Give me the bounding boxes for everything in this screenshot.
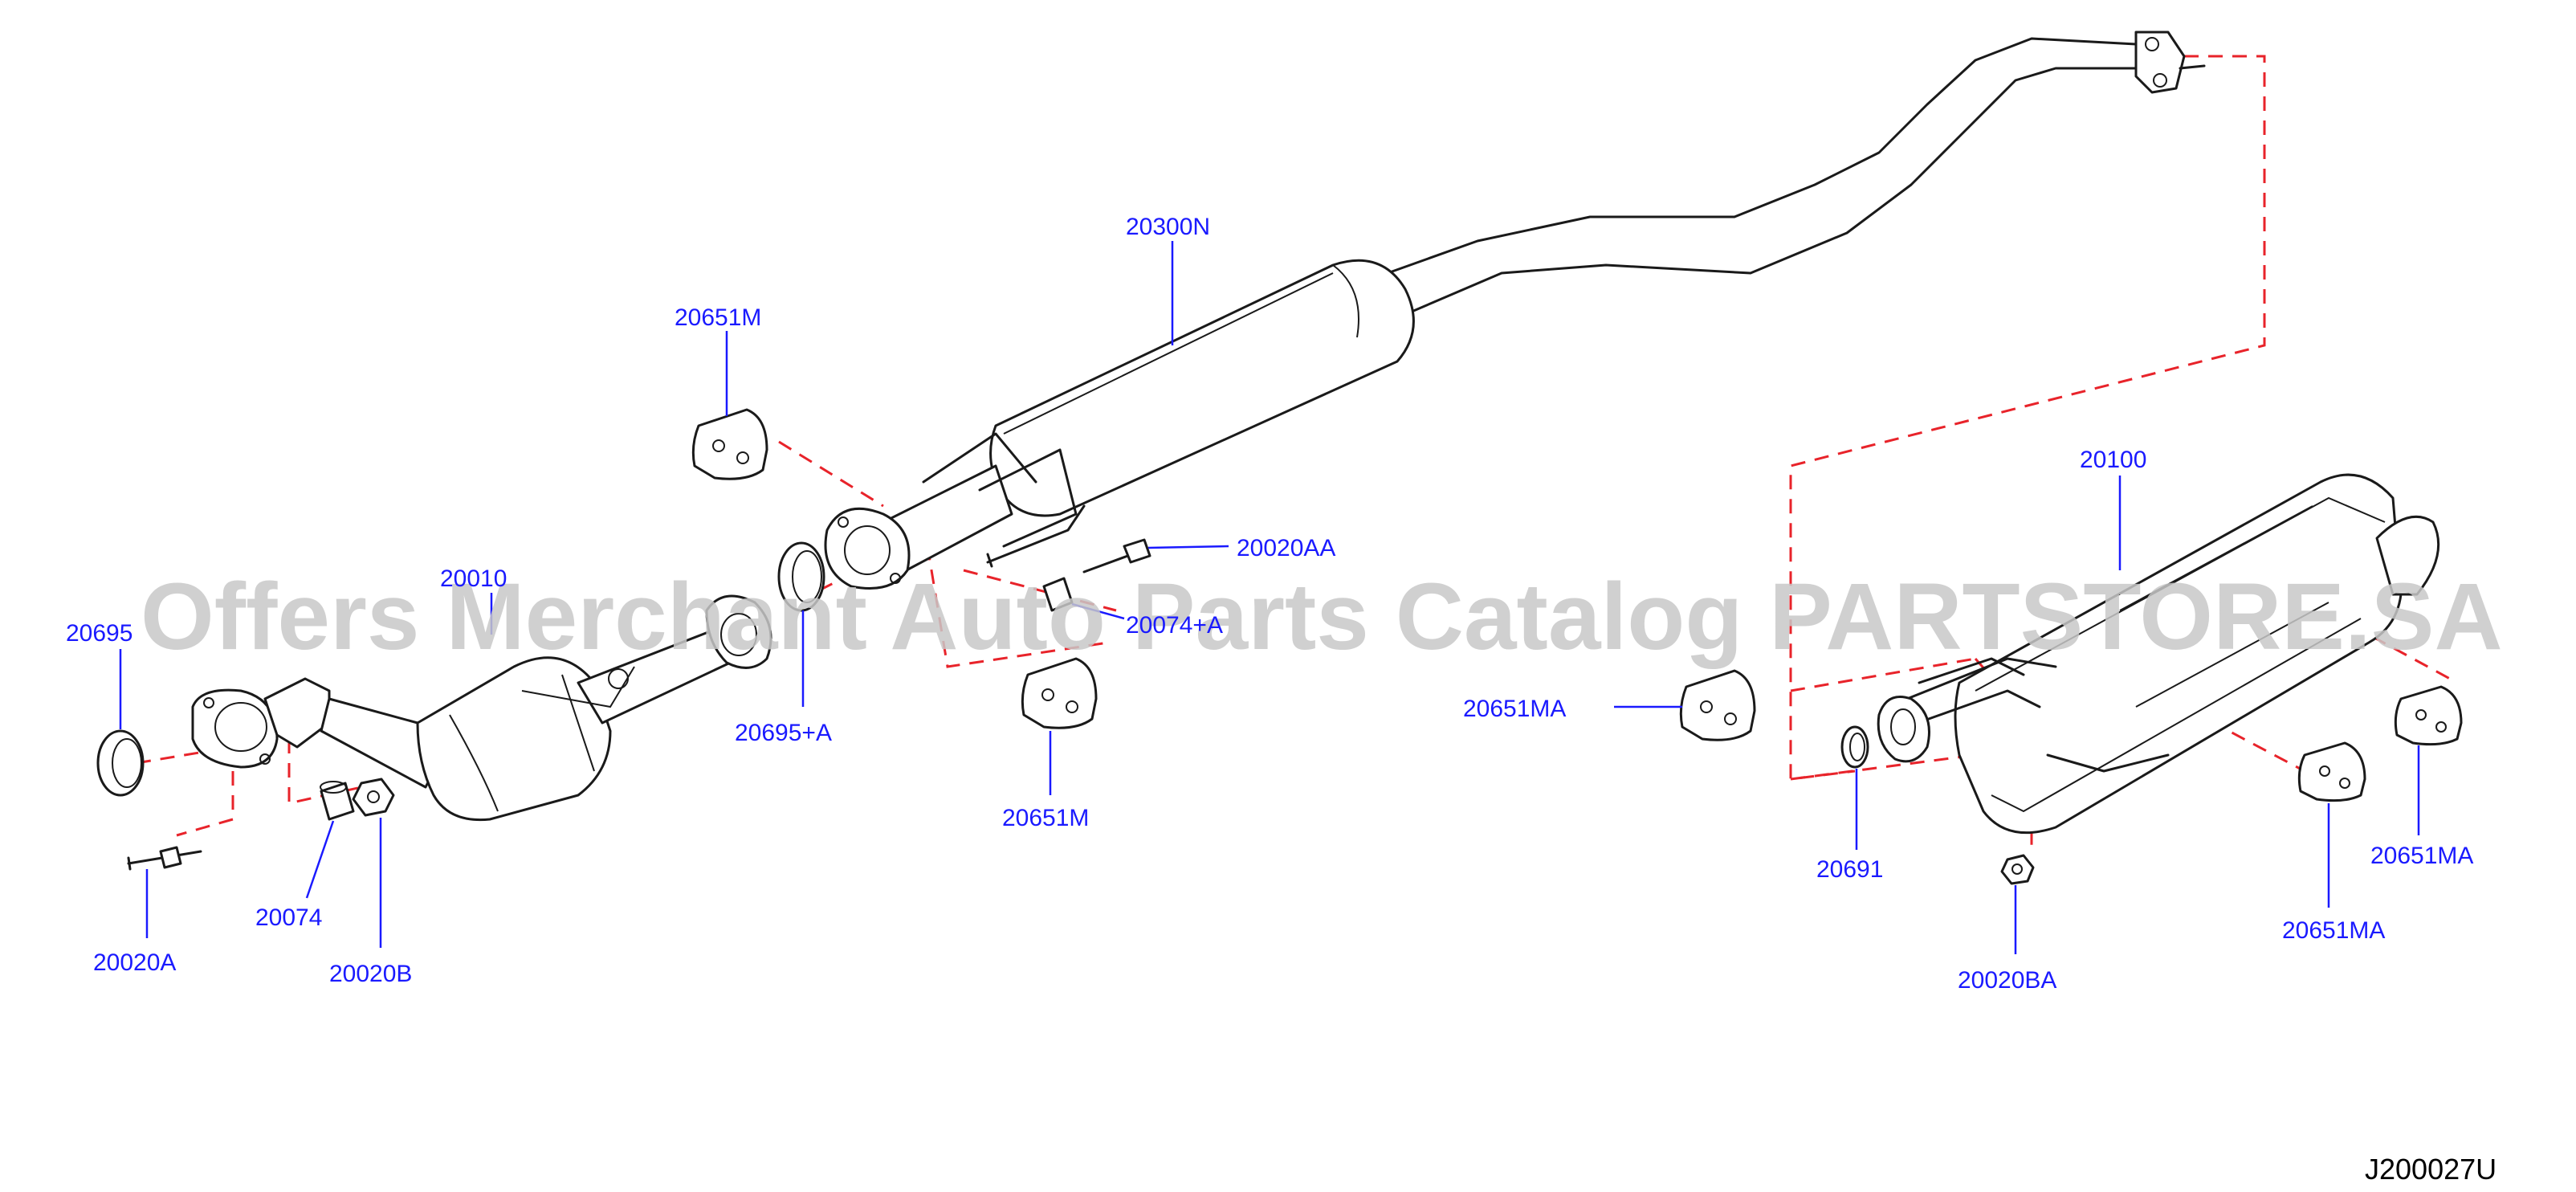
label-20020AA[interactable]: 20020AA	[1237, 535, 1335, 561]
label-20651MA-right[interactable]: 20651MA	[2370, 843, 2473, 869]
front-tube-catalyst	[191, 594, 772, 822]
label-20695[interactable]: 20695	[66, 620, 132, 647]
gasket-ring-20695A	[777, 541, 825, 612]
label-20300N[interactable]: 20300N	[1126, 214, 1210, 240]
leader-lines	[119, 241, 2420, 954]
nut-20020B	[352, 778, 395, 817]
label-20074-a[interactable]: 20074+A	[1126, 612, 1223, 639]
label-20691[interactable]: 20691	[1816, 856, 1883, 883]
main-muffler	[1877, 473, 2440, 835]
spring-sleeve-20074	[320, 781, 355, 821]
rubber-hanger-20651M-top	[691, 408, 768, 480]
gasket-ring-20695	[96, 729, 145, 797]
label-20651M-top[interactable]: 20651M	[675, 304, 761, 331]
label-20651M-bottom[interactable]: 20651M	[1002, 805, 1089, 831]
gasket-ring-20691	[1840, 725, 1869, 769]
nut-20020BA	[2000, 854, 2035, 885]
label-20651MA-mid[interactable]: 20651MA	[2282, 917, 2385, 944]
label-20651MA-left[interactable]: 20651MA	[1463, 696, 1566, 722]
rubber-hanger-20651MA-left	[1679, 669, 1756, 741]
label-20074[interactable]: 20074	[255, 904, 322, 931]
label-20020BA[interactable]: 20020BA	[1958, 967, 2056, 994]
rubber-hanger-20651MA-mid	[2297, 741, 2366, 802]
spring-sleeve-20074A	[1042, 577, 1074, 612]
diagram-code: J200027U	[2365, 1153, 2497, 1186]
assembly-guide-lines	[136, 55, 2458, 851]
label-20020B[interactable]: 20020B	[329, 961, 412, 987]
part-labels: 20300N 20651M 20020AA 20010 20695 20695+…	[66, 214, 2473, 994]
label-20100[interactable]: 20100	[2080, 447, 2146, 473]
bolt-20020AA	[1082, 538, 1151, 574]
stud-bolt-20020A	[127, 846, 202, 871]
label-20020A[interactable]: 20020A	[93, 949, 176, 976]
rubber-hanger-20651MA-right	[2394, 685, 2463, 746]
label-20010[interactable]: 20010	[440, 565, 507, 592]
watermark-text: Offers Merchant Auto Parts Catalog PARTS…	[141, 564, 2503, 670]
center-pipe-muffler	[824, 31, 2206, 590]
label-20695-a[interactable]: 20695+A	[735, 720, 832, 746]
rubber-hanger-20651M-bottom	[1021, 657, 1098, 729]
